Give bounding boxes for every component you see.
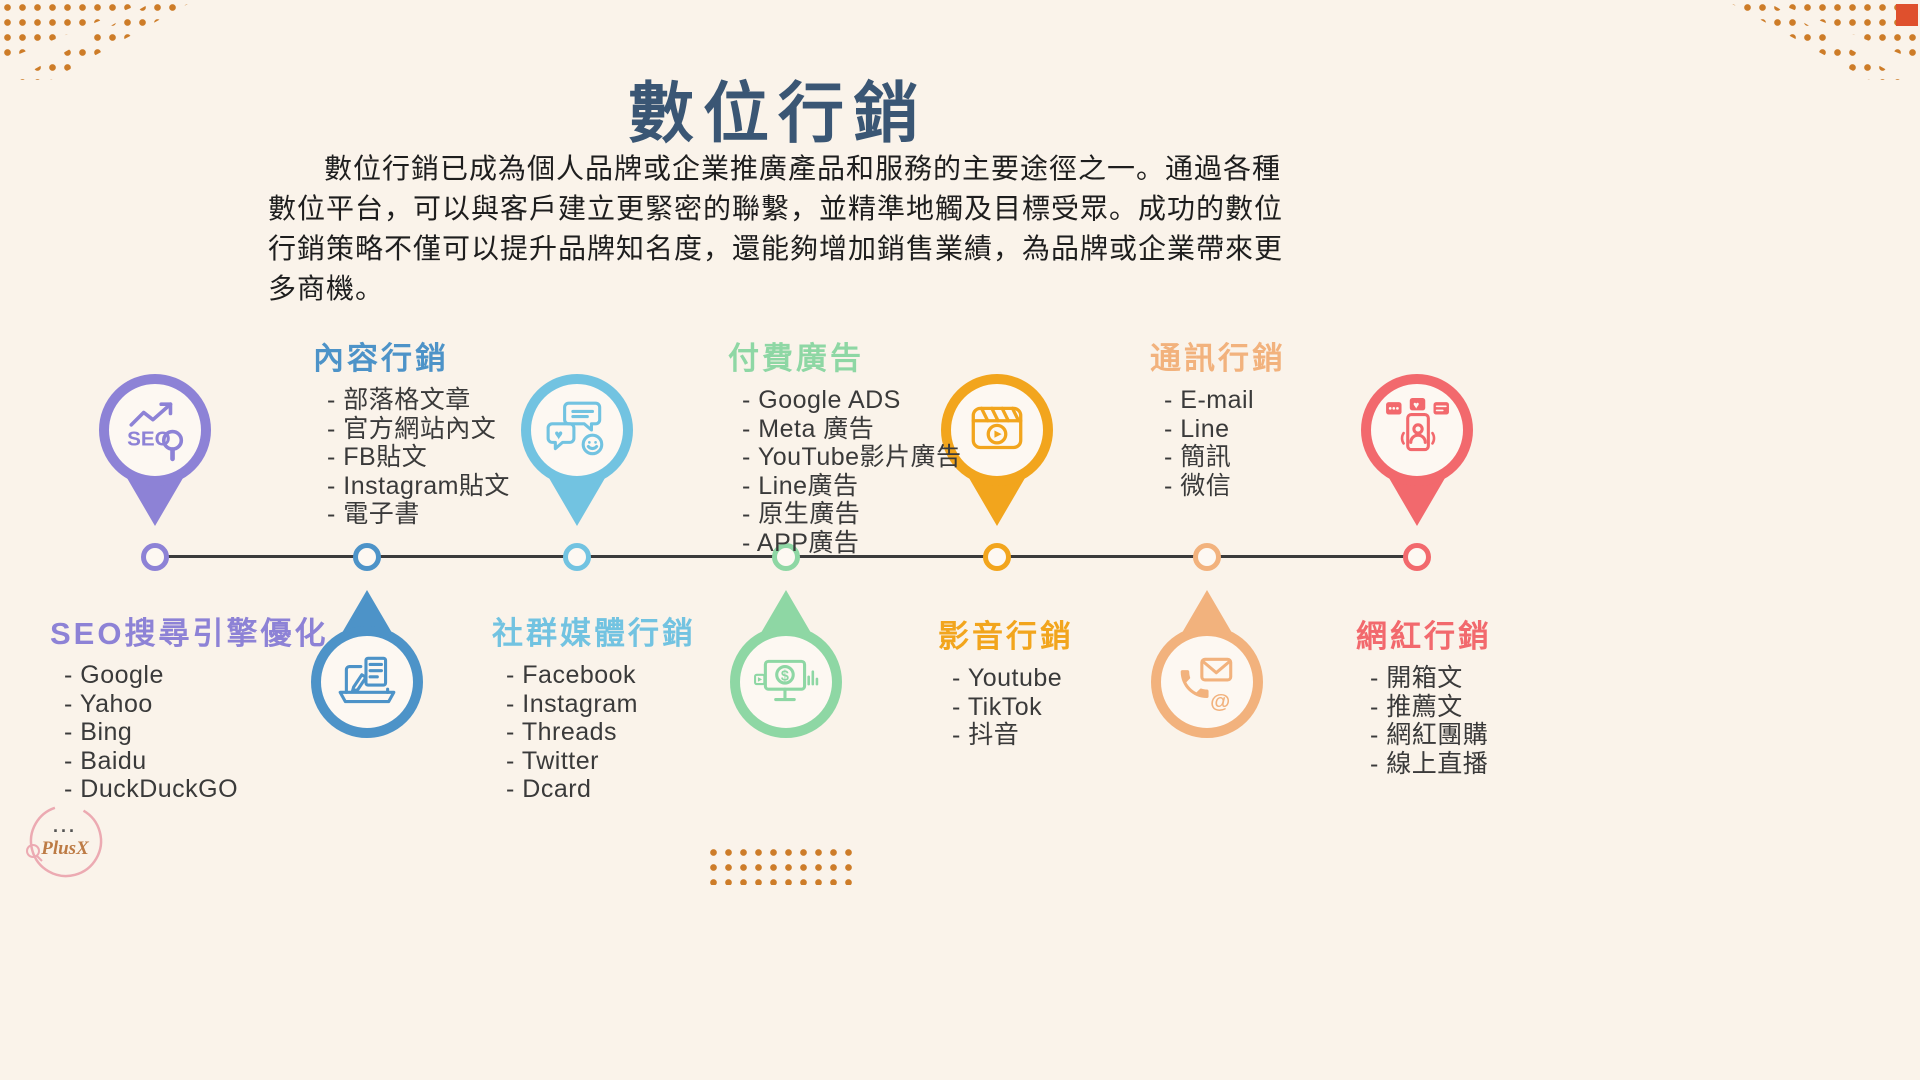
svg-text:SEO: SEO [127,427,171,450]
video-timeline-node [983,543,1011,571]
messaging-pin-icon: @ [1174,649,1240,715]
list-item: - Line [1164,414,1230,443]
list-item: - 官方網站內文 [327,414,497,443]
social-pin-tail [549,478,605,526]
seo-timeline-node [141,543,169,571]
messaging-category-title: 通訊行銷 [1150,341,1286,376]
list-item: - Google ADS [742,386,901,414]
page-title: 數位行銷 [628,78,928,151]
plusx-logo-text: PlusX [41,838,89,859]
paid-ads-item-list: - Google ADS- Meta 廣告- YouTube影片廣告- Line… [728,386,962,557]
list-item: - APP廣告 [742,528,860,557]
page-description: 數位行銷已成為個人品牌或企業推廣產品和服務的主要途徑之一。通過各種數位平台，可以… [268,154,1284,305]
content-pin-ring [311,626,423,738]
svg-text:♥: ♥ [1413,400,1419,411]
svg-text:♥: ♥ [554,427,563,443]
seo-text-block: SEO搜尋引擎優化 - Google- Yahoo- Bing- Baidu- D… [50,608,328,804]
list-item: - YouTube影片廣告 [742,443,962,471]
messaging-pin-ring: @ [1151,626,1263,738]
messaging-text-block: 通訊行銷 - E-mail- Line- 簡訊- 微信 [1150,333,1286,500]
list-item: - 電子書 [327,500,420,528]
influencer-item-list: - 開箱文- 推薦文- 網紅團購- 線上直播 [1356,664,1492,778]
list-item: - 線上直播 [1370,749,1489,778]
paid-ads-timeline-node [772,543,800,571]
list-item: - Dcard [506,775,592,803]
video-category-title: 影音行銷 [938,619,1074,654]
influencer-pin-tail [1389,478,1445,526]
list-item: - 網紅團購 [1370,721,1489,749]
video-marketing-pin-icon [964,397,1030,463]
social-timeline-node [563,543,591,571]
social-media-pin-icon: ♥ [544,397,610,463]
paid-ads-category-title: 付費廣告 [728,341,864,376]
influencer-category-title: 網紅行銷 [1356,619,1492,654]
video-text-block: 影音行銷 - Youtube- TikTok- 抖音 [938,611,1074,750]
list-item: - Meta 廣告 [742,414,875,443]
paid-ads-pin-ring: $ [730,626,842,738]
seo-category-title: SEO搜尋引擎優化 [50,616,329,651]
messaging-timeline-node [1193,543,1221,571]
social-text-block: 社群媒體行銷 - Facebook- Instagram- Threads- Tw… [492,608,696,804]
messaging-item-list: - E-mail- Line- 簡訊- 微信 [1150,386,1286,500]
content-text-block: 內容行銷 - 部落格文章- 官方網站內文- FB貼文- Instagram貼文- … [313,333,510,529]
influencer-timeline-node [1403,543,1431,571]
list-item: - E-mail [1164,386,1255,414]
list-item: - DuckDuckGO [64,775,239,803]
list-item: - 微信 [1164,471,1232,500]
plusx-logo: ... PlusX [22,798,108,884]
list-item: - Line廣告 [742,471,859,500]
video-pin-tail [969,478,1025,526]
paid-ads-pin-icon: $ [753,649,819,715]
seo-pin-tail [127,478,183,526]
social-category-title: 社群媒體行銷 [492,616,696,651]
content-item-list: - 部落格文章- 官方網站內文- FB貼文- Instagram貼文- 電子書 [313,386,510,529]
seo-pin-icon: SEO [122,397,188,463]
list-item: - TikTok [952,692,1043,721]
content-category-title: 內容行銷 [313,341,449,376]
list-item: - FB貼文 [327,443,428,471]
social-pin-ring: ♥ [521,374,633,486]
dot-grid-bottom-center [706,845,858,885]
influencer-pin-ring: ♥ [1361,374,1473,486]
list-item: - Twitter [506,746,599,775]
paid-ads-text-block: 付費廣告- Google ADS- Meta 廣告- YouTube影片廣告- … [728,333,962,557]
list-item: - 開箱文 [1370,664,1463,692]
corner-accent-square [1896,4,1918,26]
list-item: - Youtube [952,664,1063,692]
content-marketing-pin-icon [334,649,400,715]
list-item: - Baidu [64,746,147,775]
list-item: - Threads [506,718,618,746]
social-item-list: - Facebook- Instagram- Threads- Twitter-… [492,661,696,804]
plusx-logo-circle [26,804,103,878]
seo-item-list: - Google- Yahoo- Bing- Baidu- DuckDuckGO [50,661,328,804]
svg-text:@: @ [1210,690,1230,713]
list-item: - 推薦文 [1370,692,1463,721]
list-item: - Yahoo [64,689,153,718]
list-item: - 部落格文章 [327,386,471,414]
list-item: - Instagram [506,689,638,718]
influencer-pin-icon: ♥ [1384,397,1450,463]
content-timeline-node [353,543,381,571]
seo-pin-ring: SEO [99,374,211,486]
list-item: - Google [64,661,164,689]
influencer-text-block: 網紅行銷 - 開箱文- 推薦文- 網紅團購- 線上直播 [1356,611,1492,778]
svg-text:$: $ [781,668,789,684]
list-item: - Facebook [506,661,637,689]
list-item: - Instagram貼文 [327,471,510,500]
video-pin-ring [941,374,1053,486]
video-item-list: - Youtube- TikTok- 抖音 [938,664,1074,750]
list-item: - 抖音 [952,721,1020,749]
list-item: - 原生廣告 [742,500,861,528]
list-item: - Bing [64,718,133,746]
plusx-logo-dots: ... [52,816,77,836]
list-item: - 簡訊 [1164,443,1232,471]
